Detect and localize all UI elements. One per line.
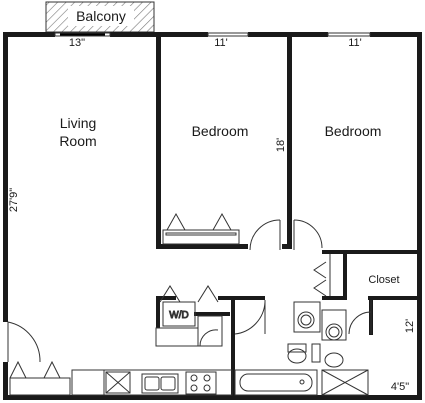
living-room-label-line2: Room [59, 133, 96, 149]
door-swing-icon [199, 329, 219, 347]
bedroom-1-door [249, 219, 281, 251]
bath-width-label: 4'5" [391, 381, 409, 393]
door-swing-icon [293, 219, 323, 249]
bedroom-1-depth-label: 18' [275, 138, 287, 152]
dishwasher-icon [105, 371, 131, 394]
bifold-door-icon [197, 285, 219, 303]
pantry [197, 315, 223, 347]
toilet-icon [311, 343, 344, 368]
stove-icon [185, 371, 217, 395]
kitchen [71, 315, 233, 396]
bifold-door-icon [313, 261, 327, 279]
kitchen-counter [155, 327, 199, 347]
bedroom-2-label: Bedroom [325, 123, 382, 139]
vanity [293, 301, 321, 333]
bifold-door-icon [212, 212, 232, 231]
laundry-label: W/D [169, 310, 188, 321]
bathtub-icon [234, 369, 318, 396]
interior-walls [156, 32, 422, 400]
bedroom-1-label: Bedroom [192, 123, 249, 139]
closet-label: Closet [368, 274, 399, 286]
hall-closet-door [313, 254, 331, 297]
living-room-label-line1: Living [60, 115, 97, 131]
door-swing-icon [348, 311, 372, 335]
entry-door [7, 321, 41, 363]
closet-depth-label: 12' [404, 319, 416, 333]
bedroom-1-width-label: 11' [214, 37, 228, 49]
laundry-area: W/D [159, 285, 219, 327]
kitchen-sink-icon [141, 373, 179, 394]
top-windows [54, 32, 371, 37]
bedroom-2-width-label: 11' [348, 37, 362, 49]
shower-icon [321, 369, 369, 396]
bedroom-2-door [293, 219, 323, 250]
bifold-door-icon [43, 360, 61, 379]
living-room-depth-label: 27'9" [8, 188, 20, 212]
washer-dryer-icon [162, 301, 196, 327]
living-room-lower-doors [9, 360, 71, 396]
exterior-walls [3, 32, 422, 400]
bedroom-1-closet [162, 212, 240, 245]
bathroom [234, 300, 372, 396]
door-swing-icon [7, 321, 41, 363]
toilet-icon [287, 343, 307, 364]
sink-icon [297, 311, 315, 329]
balcony: Balcony [45, 1, 155, 33]
door-swing-icon [234, 301, 266, 335]
bifold-door-icon [159, 285, 181, 303]
balcony-width-label: 13" [69, 37, 85, 49]
sink-icon [325, 323, 343, 341]
door-swing-icon [249, 219, 281, 251]
bifold-door-icon [9, 360, 27, 379]
refrigerator-icon [71, 369, 105, 396]
bifold-door-icon [166, 212, 186, 231]
balcony-label: Balcony [76, 8, 126, 24]
